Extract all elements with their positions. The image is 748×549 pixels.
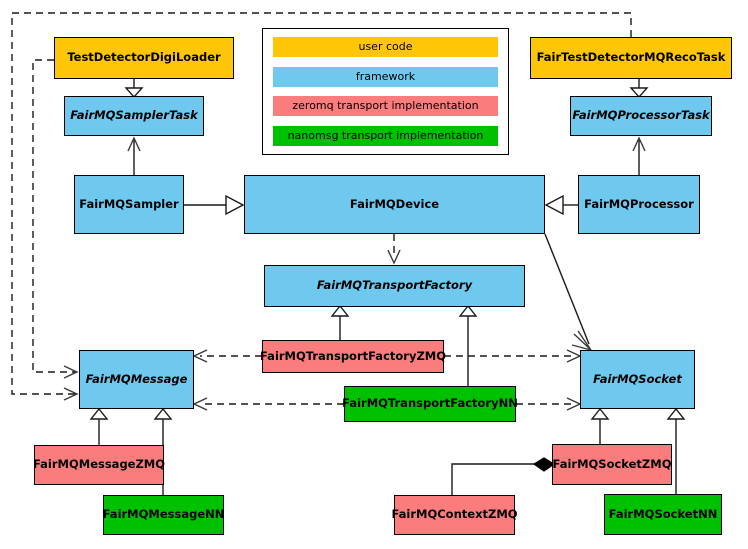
class-node-fairmqdevice[interactable]: FairMQDevice <box>244 175 545 234</box>
edge-digiloader-samplertask <box>124 79 144 99</box>
class-label: TestDetectorDigiLoader <box>67 50 221 65</box>
class-node-fairmqtransportfactoryzmq[interactable]: FairMQTransportFactoryZMQ <box>260 340 447 373</box>
edge-sampler-samplertask <box>127 136 141 175</box>
edge-recotask-processortask <box>629 79 649 99</box>
edge-tfnn-tf <box>458 304 478 386</box>
class-label: FairMQProcessorTask <box>572 108 710 123</box>
class-node-fairmqprocessortask[interactable]: FairMQProcessorTask <box>570 96 712 136</box>
class-node-fairmqsocketzmq[interactable]: FairMQSocketZMQ <box>552 444 672 485</box>
class-node-fairmqsampler[interactable]: FairMQSampler <box>74 175 184 234</box>
class-node-fairmqcontextzmq[interactable]: FairMQContextZMQ <box>391 495 518 535</box>
class-label: FairMQSocketZMQ <box>552 456 672 471</box>
class-label: FairMQSocket <box>593 371 682 386</box>
class-label: FairMQSampler <box>79 196 179 211</box>
class-label: FairMQTransportFactoryZMQ <box>260 348 447 363</box>
edge-tfnn-message <box>192 397 344 411</box>
class-label: FairMQSamplerTask <box>70 108 198 123</box>
edge-socketzmq-socket <box>590 407 610 444</box>
class-node-testdetectordigiloader[interactable]: TestDetectorDigiLoader <box>54 37 234 79</box>
class-node-fairmqsocketnn[interactable]: FairMQSocketNN <box>604 494 722 535</box>
class-node-fairmqmessagezmq[interactable]: FairMQMessageZMQ <box>32 445 166 485</box>
class-node-fairmqsamplertask[interactable]: FairMQSamplerTask <box>64 96 204 136</box>
edge-processor-processortask <box>632 136 646 175</box>
class-label: FairMQSocketNN <box>608 506 718 521</box>
class-label: FairMQTransportFactory <box>316 278 473 293</box>
edge-tfzmq-socket <box>444 349 582 363</box>
edge-messagezmq-message <box>89 407 109 445</box>
class-label: FairMQDevice <box>349 196 440 211</box>
legend-panel: user code framework zeromq transport imp… <box>262 28 509 155</box>
legend-item-zeromq: zeromq transport implementation <box>273 96 498 117</box>
legend-item-framework: framework <box>273 66 498 87</box>
edge-tfzmq-tf <box>330 304 350 340</box>
edge-device-transportfactory <box>387 234 401 265</box>
class-label: FairTestDetectorMQRecoTask <box>536 50 726 65</box>
class-node-fairtestdetectormqrecotask[interactable]: FairTestDetectorMQRecoTask <box>530 37 732 79</box>
class-node-fairmqmessagenn[interactable]: FairMQMessageNN <box>103 495 224 535</box>
class-label: FairMQTransportFactoryNN <box>342 396 518 411</box>
class-node-fairmqmessage[interactable]: FairMQMessage <box>79 350 194 409</box>
legend-item-nanomsg: nanomsg transport implementation <box>273 125 498 146</box>
class-label: FairMQMessageNN <box>102 507 225 522</box>
class-node-fairmqtransportfactorynn[interactable]: FairMQTransportFactoryNN <box>342 386 518 422</box>
class-label: FairMQMessage <box>85 371 188 386</box>
edge-sampler-device <box>184 194 245 216</box>
class-label: FairMQContextZMQ <box>391 507 518 522</box>
edge-device-socket <box>544 233 592 351</box>
class-node-fairmqtransportfactory[interactable]: FairMQTransportFactory <box>264 265 525 307</box>
class-label: FairMQProcessor <box>584 196 694 211</box>
legend-item-user-code: user code <box>273 37 498 57</box>
edge-tfnn-socket <box>516 397 582 411</box>
class-node-fairmqsocket[interactable]: FairMQSocket <box>580 350 695 409</box>
edge-tfzmq-message <box>192 349 262 363</box>
class-label: FairMQMessageZMQ <box>32 457 166 472</box>
edge-contextzmq-socketzmq <box>451 457 556 495</box>
edge-processor-device <box>544 194 578 216</box>
class-node-fairmqprocessor[interactable]: FairMQProcessor <box>578 175 700 234</box>
